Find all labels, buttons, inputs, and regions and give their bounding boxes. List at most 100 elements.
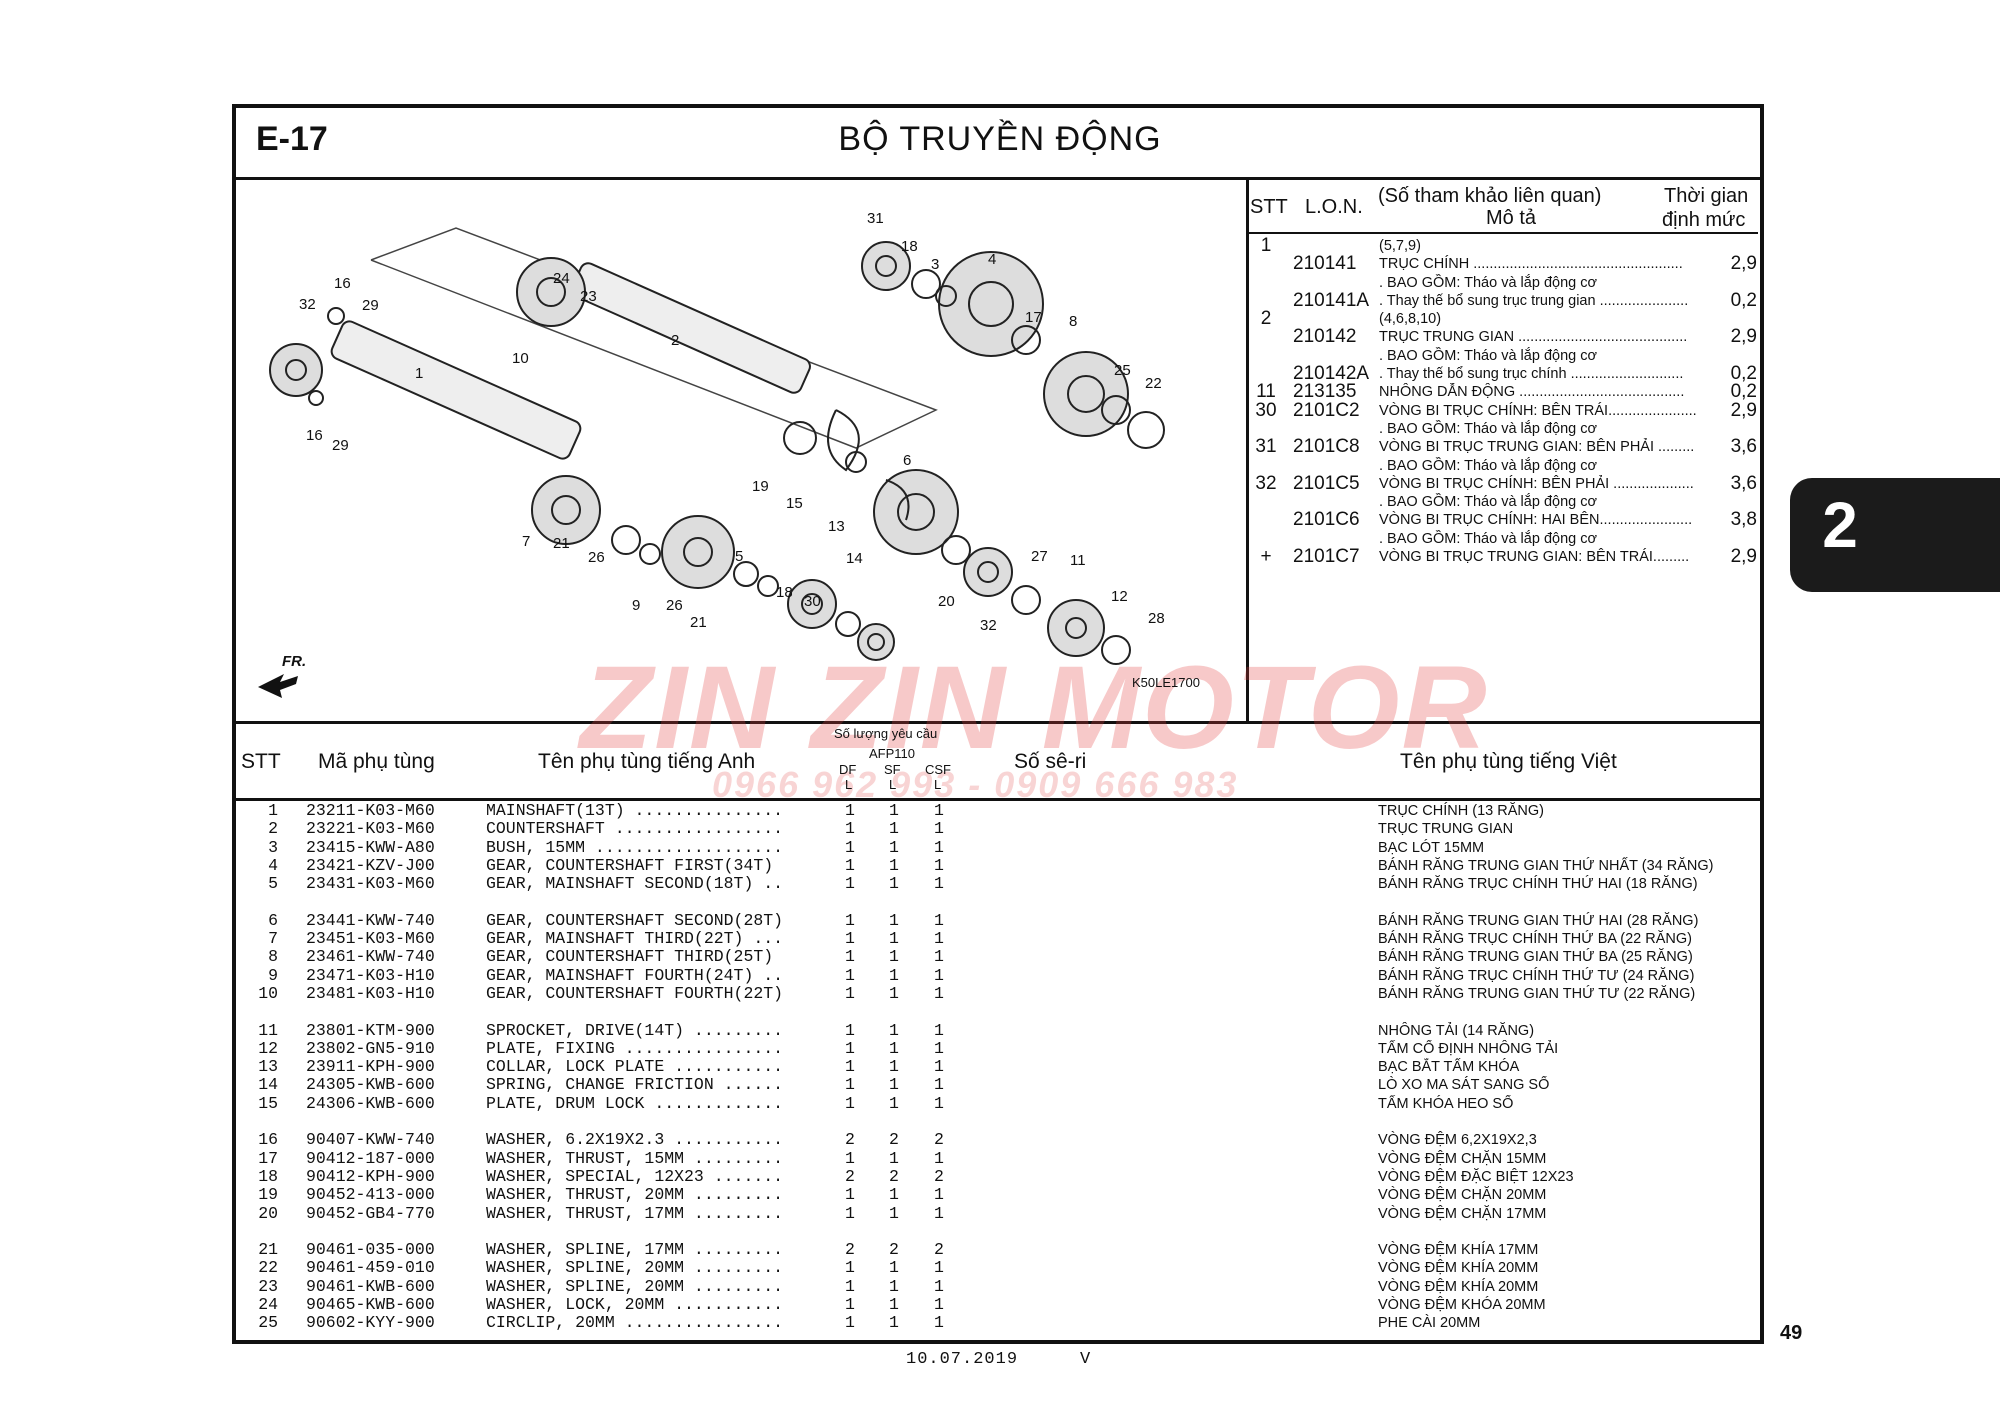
col-header-csf-l: L (934, 777, 942, 792)
reference-desc: VÒNG BI TRỤC TRUNG GIAN: BÊN PHẢI ......… (1379, 439, 1695, 456)
cell-name-en: SPROCKET, DRIVE(14T) ......... (486, 1021, 784, 1040)
reference-desc: . BAO GỒM: Tháo và lắp động cơ (1379, 420, 1597, 437)
cell-part-no: 24305-KWB-600 (306, 1076, 435, 1095)
cell-name-vi: VÒNG ĐỆM KHÓA 20MM (1378, 1297, 1546, 1314)
callout: 15 (786, 495, 803, 512)
cell-df: 1 (845, 820, 855, 839)
reference-desc: TRỤC TRUNG GIAN ........................… (1379, 329, 1688, 346)
cell-part-no: 23471-K03-H10 (306, 966, 435, 985)
callout: 26 (666, 597, 683, 614)
cell-stt: 5 (268, 875, 278, 894)
cell-name-vi: BÁNH RĂNG TRUNG GIAN THỨ HAI (28 RĂNG) (1378, 912, 1699, 929)
cell-name-vi: TRỤC CHÍNH (13 RĂNG) (1378, 803, 1544, 819)
reference-desc: VÒNG BI TRỤC CHÍNH: BÊN TRÁI............… (1379, 402, 1697, 419)
cell-csf: 2 (934, 1241, 944, 1260)
page-number: 49 (1780, 1322, 1803, 1344)
reference-desc: . BAO GỒM: Tháo và lắp động cơ (1379, 457, 1597, 474)
callout: 29 (332, 437, 349, 454)
ref-header-lon: L.O.N. (1305, 196, 1363, 218)
cell-df: 1 (845, 1186, 855, 1205)
table-header-divider (234, 798, 1762, 801)
cell-name-en: GEAR, COUNTERSHAFT FIRST(34T) (486, 856, 774, 875)
cell-stt: 17 (258, 1149, 278, 1168)
reference-row: . BAO GỒM: Tháo và lắp động cơ (1249, 530, 1759, 548)
cell-name-vi: VÒNG ĐỆM ĐẶC BIỆT 12X23 (1378, 1168, 1574, 1185)
cell-name-en: MAINSHAFT(13T) ............... (486, 802, 784, 820)
ref-header-stt: STT (1250, 196, 1288, 218)
cell-sf: 1 (889, 802, 899, 820)
callout: 23 (580, 288, 597, 305)
exploded-diagram (236, 180, 1244, 720)
reference-desc: . BAO GỒM: Tháo và lắp động cơ (1379, 274, 1597, 291)
reference-stt: 32 (1255, 474, 1277, 493)
reference-desc: VÒNG BI TRỤC CHÍNH: HAI BÊN.............… (1379, 512, 1693, 529)
watermark-phone: 0966 962 993 - 0909 666 983 (712, 764, 1239, 805)
cell-name-vi: TẤM KHÓA HEO SỐ (1378, 1095, 1514, 1112)
group-spacer (236, 1003, 1760, 1021)
callout: 16 (306, 427, 323, 444)
col-header-sf-l: L (889, 777, 897, 792)
cell-part-no: 90465-KWB-600 (306, 1296, 435, 1315)
cell-sf: 1 (889, 911, 899, 930)
cell-name-en: GEAR, MAINSHAFT FOURTH(24T) .. (486, 966, 784, 985)
col-header-model: AFP110 (869, 746, 916, 761)
reference-time: 2,9 (1730, 401, 1757, 420)
cell-stt: 4 (268, 856, 278, 875)
reference-row: . BAO GỒM: Tháo và lắp động cơ (1249, 493, 1759, 511)
callout: 20 (938, 593, 955, 610)
cell-df: 1 (845, 1314, 855, 1333)
reference-desc: (5,7,9) (1379, 238, 1421, 254)
ref-header-time-line1: Thời gian (1664, 185, 1749, 207)
gear-diagram (258, 227, 1165, 698)
callout: 32 (980, 617, 997, 634)
cell-csf: 1 (934, 856, 944, 875)
callout: 3 (931, 256, 940, 273)
col-header-qty: Số lượng yêu cầu (834, 726, 938, 741)
cell-part-no: 90412-KPH-900 (306, 1167, 435, 1186)
reference-time: 0,2 (1730, 291, 1757, 310)
cell-sf: 2 (889, 1131, 899, 1150)
callout: 28 (1148, 610, 1165, 627)
cell-csf: 1 (934, 838, 944, 857)
callout: 22 (1145, 375, 1162, 392)
reference-desc: (4,6,8,10) (1379, 311, 1442, 328)
callout: 30 (804, 593, 821, 610)
reference-row: 210141A. Thay thế bổ sung trục trung gia… (1249, 292, 1759, 310)
reference-stt: 11 (1256, 383, 1276, 402)
ref-header-time-line2: định mức (1662, 209, 1746, 231)
cell-name-en: WASHER, SPECIAL, 12X23 ....... (486, 1167, 784, 1186)
cell-name-en: WASHER, SPLINE, 20MM ......... (486, 1277, 784, 1296)
cell-name-vi: BÁNH RĂNG TRUNG GIAN THỨ BA (25 RĂNG) (1378, 949, 1693, 966)
cell-name-vi: BẠC BẮT TẤM KHÓA (1378, 1059, 1520, 1076)
cell-name-vi: BÁNH RĂNG TRỤC CHÍNH THỨ HAI (18 RĂNG) (1378, 876, 1698, 893)
header-divider (234, 177, 1762, 180)
cell-sf: 1 (889, 984, 899, 1003)
cell-stt: 23 (258, 1277, 278, 1296)
cell-csf: 1 (934, 875, 944, 894)
ref-header-desc-line2: Mô tả (1486, 207, 1537, 229)
cell-name-vi: BÁNH RĂNG TRỤC CHÍNH THỨ TƯ (24 RĂNG) (1378, 967, 1695, 984)
reference-time: 2,9 (1730, 548, 1757, 567)
cell-name-en: COLLAR, LOCK PLATE ........... (486, 1058, 784, 1077)
cell-sf: 1 (889, 948, 899, 967)
callout: 4 (988, 251, 997, 268)
cell-csf: 2 (934, 1131, 944, 1150)
callout: 8 (1069, 313, 1078, 330)
cell-sf: 1 (889, 856, 899, 875)
cell-csf: 1 (934, 984, 944, 1003)
cell-df: 1 (845, 966, 855, 985)
cell-part-no: 90461-035-000 (306, 1241, 435, 1260)
cell-df: 1 (845, 1149, 855, 1168)
diagram-code: K50LE1700 (1132, 675, 1200, 690)
